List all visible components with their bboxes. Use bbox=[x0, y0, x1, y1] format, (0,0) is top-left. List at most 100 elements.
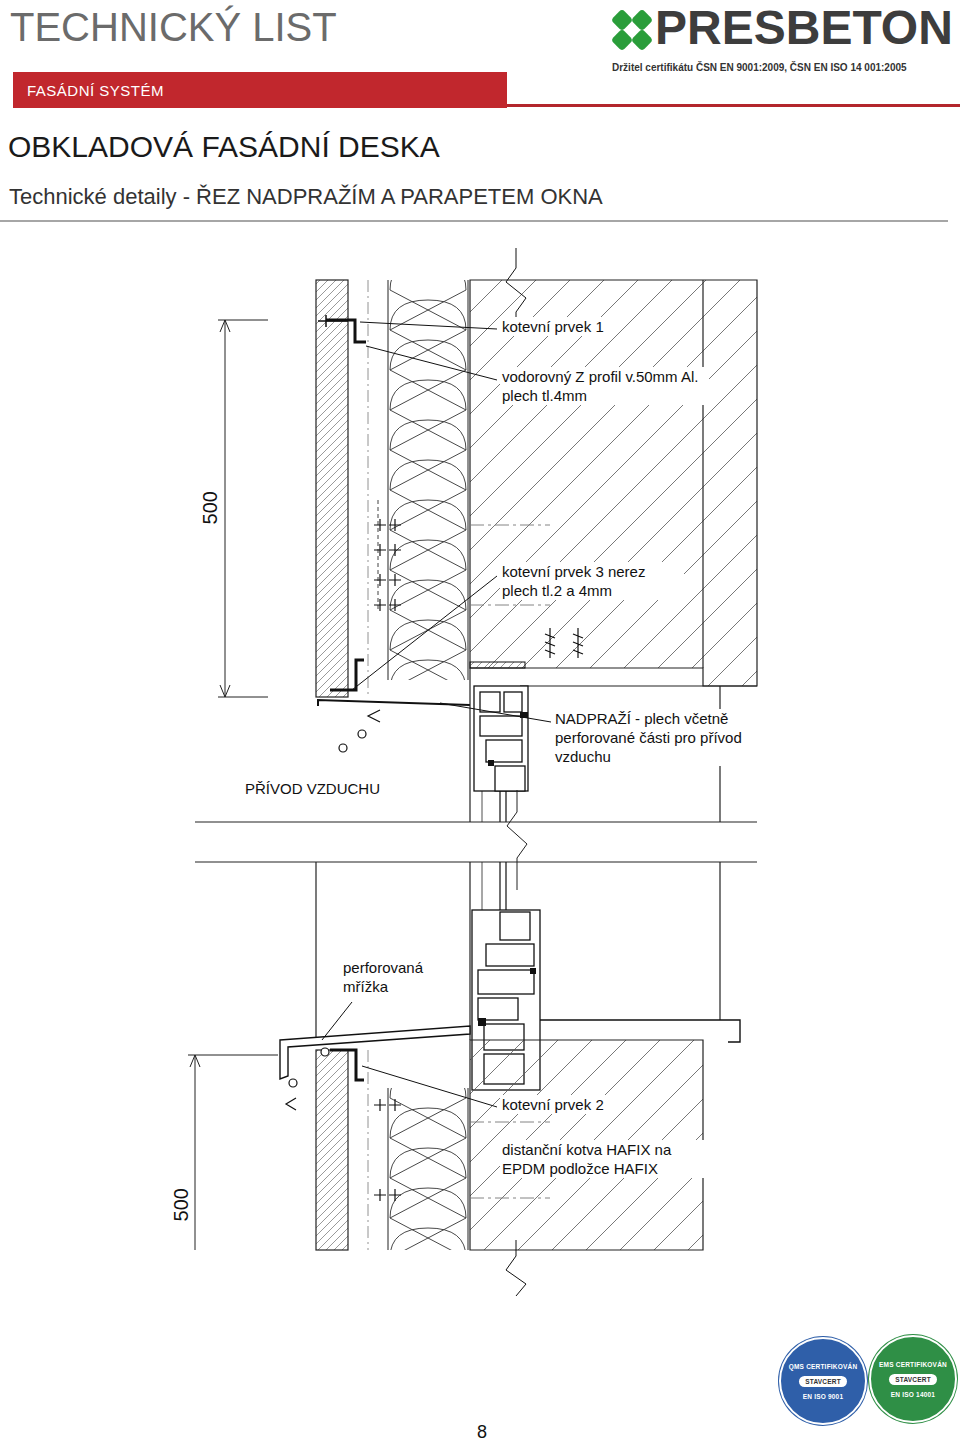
lintel-section bbox=[702, 280, 703, 668]
dimension-line bbox=[188, 1055, 278, 1056]
band-text: FASÁDNÍ SYSTÉM bbox=[27, 82, 164, 99]
part-label: kotevní prvek 3 nerez plech tl.2 a 4mm bbox=[500, 562, 684, 600]
sill-section bbox=[280, 1026, 470, 1079]
sheet-subtitle: Technické detaily - ŘEZ NADPRAŽÍM A PARA… bbox=[9, 183, 603, 211]
lintel-section bbox=[470, 280, 757, 686]
break-line bbox=[195, 821, 757, 822]
insulation-symbol bbox=[390, 500, 466, 570]
insulation-symbol bbox=[390, 460, 466, 530]
badge-text: EN ISO 9001 bbox=[803, 1393, 844, 1400]
lintel-section bbox=[318, 315, 348, 327]
lintel-section bbox=[316, 280, 348, 697]
sill-section bbox=[374, 1099, 401, 1201]
page-number: 8 bbox=[477, 1421, 487, 1443]
lintel-section bbox=[330, 660, 364, 690]
header-rule bbox=[507, 104, 960, 107]
insulation-symbol bbox=[390, 1108, 466, 1178]
break-line bbox=[195, 861, 757, 862]
badge-mark: STAVCERT bbox=[889, 1374, 937, 1385]
logo-clover bbox=[631, 29, 654, 52]
lintel-section bbox=[358, 730, 366, 738]
dimension-line bbox=[220, 320, 230, 697]
sill-section bbox=[388, 1088, 389, 1250]
lintel-section bbox=[316, 248, 757, 822]
lintel-section bbox=[504, 692, 522, 712]
leader-line bbox=[322, 1002, 352, 1040]
lintel-section bbox=[390, 280, 466, 680]
sheet-title: OBKLADOVÁ FASÁDNÍ DESKA bbox=[8, 128, 440, 166]
insulation-symbol bbox=[390, 420, 466, 490]
lintel-section bbox=[368, 280, 369, 697]
sill-section bbox=[286, 1098, 296, 1110]
dimension-value: 500 bbox=[198, 491, 223, 524]
lintel-section bbox=[474, 686, 528, 791]
part-label: distanční kotva HAFIX na EPDM podložce H… bbox=[500, 1140, 709, 1178]
badge-text: EMS CERTIFIKOVÁN bbox=[879, 1361, 947, 1368]
lintel-section bbox=[480, 692, 500, 712]
sill-section bbox=[500, 912, 530, 940]
logo-clover bbox=[611, 9, 654, 52]
insulation-symbol bbox=[390, 580, 466, 650]
sill-section bbox=[469, 862, 470, 1040]
break-line bbox=[195, 790, 757, 890]
lintel-section bbox=[374, 500, 401, 612]
certificate-badge: QMS CERTIFIKOVÁNSTAVCERTEN ISO 9001 bbox=[779, 1337, 867, 1425]
sill-section bbox=[330, 1050, 364, 1080]
lintel-section bbox=[470, 662, 525, 668]
dimension-line bbox=[188, 1055, 278, 1250]
part-label: kotevní prvek 1 bbox=[500, 317, 606, 336]
insulation-symbol bbox=[390, 1088, 466, 1138]
lintel-section bbox=[326, 320, 366, 342]
leader-line bbox=[362, 1066, 497, 1107]
leader-line bbox=[322, 322, 551, 1107]
badge-text: QMS CERTIFIKOVÁN bbox=[789, 1363, 858, 1370]
insulation-symbol bbox=[390, 660, 466, 680]
sill-section bbox=[719, 862, 720, 1020]
sill-section bbox=[280, 862, 740, 1298]
insulation-symbol bbox=[390, 340, 466, 410]
certificate-note: Držitel certifikátu ČSN EN 9001:2009, ČS… bbox=[612, 62, 907, 75]
leader-line bbox=[440, 703, 551, 722]
lintel-section bbox=[378, 500, 379, 612]
lintel-section bbox=[486, 740, 522, 762]
section-band: FASÁDNÍ SYSTÉM bbox=[13, 72, 507, 108]
sill-section bbox=[506, 1240, 526, 1296]
insulation-symbol bbox=[390, 1148, 466, 1218]
lintel-section bbox=[495, 766, 525, 791]
sill-section bbox=[321, 1048, 329, 1056]
insulation-symbol bbox=[390, 1228, 466, 1250]
title-rule bbox=[0, 220, 948, 222]
leader-line bbox=[366, 346, 497, 380]
part-label: NADPRAŽÍ - plech včetně perforované část… bbox=[553, 709, 757, 766]
logo-clover bbox=[611, 9, 634, 32]
lintel-section bbox=[318, 700, 470, 706]
sill-section bbox=[478, 968, 536, 1026]
sill-section bbox=[478, 970, 534, 994]
lintel-section bbox=[545, 628, 583, 658]
sill-section bbox=[374, 1189, 401, 1201]
sill-section bbox=[289, 1079, 297, 1087]
insulation-symbol bbox=[390, 620, 466, 680]
logo-clover bbox=[611, 29, 634, 52]
break-line bbox=[507, 790, 527, 890]
insulation-symbol bbox=[390, 380, 466, 450]
sill-section bbox=[482, 862, 483, 910]
lintel-section bbox=[368, 710, 380, 722]
dimension-line bbox=[195, 1055, 196, 1250]
dimension-line bbox=[190, 1055, 200, 1067]
sill-section bbox=[500, 862, 506, 910]
leader-line bbox=[360, 322, 497, 329]
insulation-symbol bbox=[390, 280, 466, 330]
certificate-badge: EMS CERTIFIKOVÁNSTAVCERTEN ISO 14001 bbox=[869, 1335, 957, 1423]
dimension-value: 500 bbox=[169, 1188, 194, 1221]
sill-section bbox=[390, 1088, 466, 1250]
sill-section bbox=[368, 1050, 369, 1250]
insulation-symbol bbox=[390, 1188, 466, 1250]
sill-section bbox=[315, 862, 316, 1040]
dimension-line bbox=[218, 320, 268, 697]
lintel-section bbox=[469, 668, 470, 822]
sill-section bbox=[468, 1088, 469, 1250]
dimension-line bbox=[225, 320, 226, 697]
sill-section bbox=[374, 1099, 401, 1111]
